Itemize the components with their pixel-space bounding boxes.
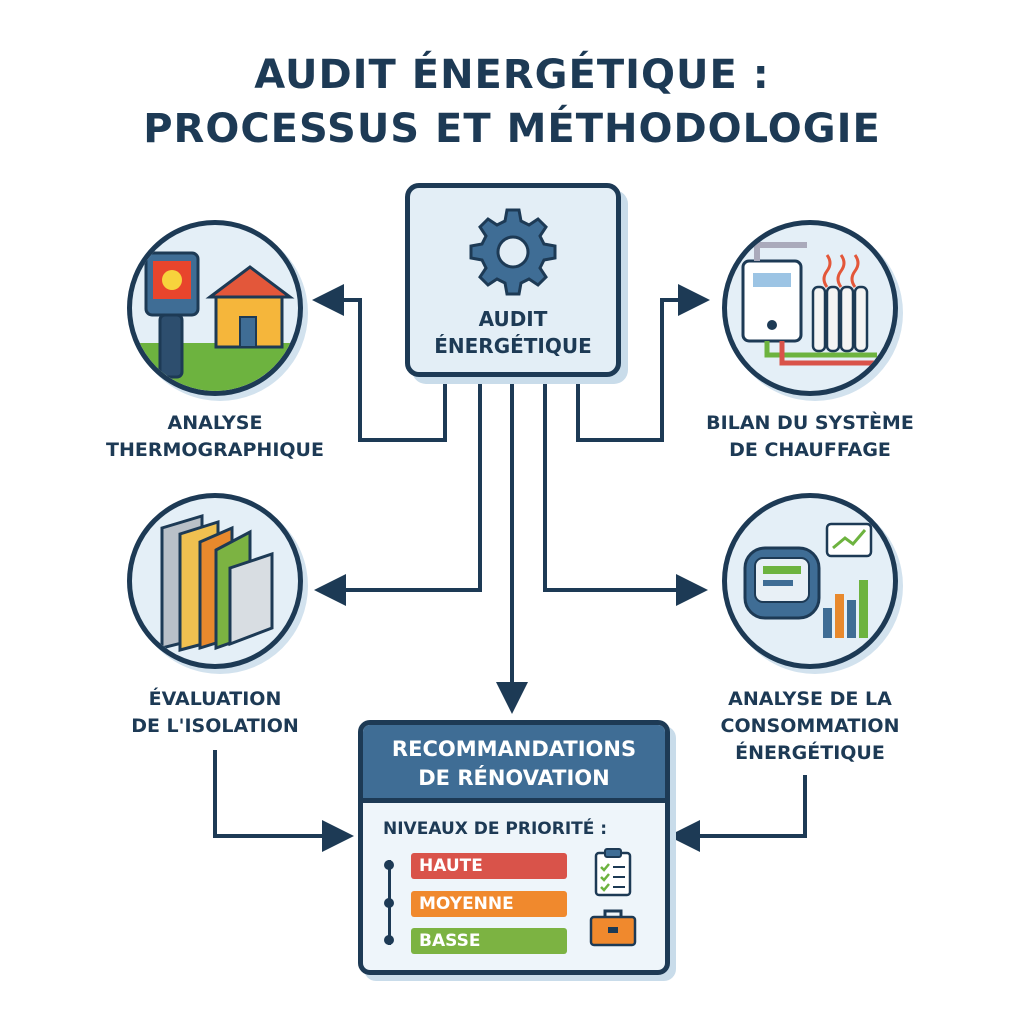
center-line-1: AUDIT xyxy=(478,307,548,331)
center-line-2: ÉNERGÉTIQUE xyxy=(434,334,592,358)
step-consumption-circle xyxy=(722,493,898,669)
title-line-1: AUDIT ÉNERGÉTIQUE : xyxy=(254,52,770,98)
arrow-to-heating xyxy=(576,284,710,442)
priority-levels-label: NIVEAUX DE PRIORITÉ : xyxy=(383,819,608,839)
gear-icon xyxy=(469,208,557,296)
timeline-dot xyxy=(384,935,394,945)
timeline-dot xyxy=(384,860,394,870)
title-line-2: PROCESSUS ET MÉTHODOLOGIE xyxy=(143,106,881,152)
step-insulation-circle xyxy=(127,493,303,669)
priority-high: HAUTE xyxy=(411,853,567,879)
arrow-to-consumption xyxy=(543,372,708,606)
priority-medium: MOYENNE xyxy=(411,891,567,917)
arrow-insulation-to-reco xyxy=(213,750,354,852)
arrow-to-thermography xyxy=(312,284,447,442)
arrow-consumption-to-reco xyxy=(668,775,807,852)
clipboard-checklist-icon xyxy=(594,848,632,897)
thermal-camera-house-icon xyxy=(132,251,298,391)
boiler-radiator-icon xyxy=(741,242,877,366)
step-heating-circle xyxy=(722,220,898,396)
meter-chart-icon xyxy=(743,522,873,638)
audit-center-box: AUDIT ÉNERGÉTIQUE xyxy=(405,183,621,377)
insulation-layers-icon xyxy=(160,513,274,652)
priority-low: BASSE xyxy=(411,928,567,954)
arrow-to-insulation xyxy=(314,372,482,606)
toolbox-icon xyxy=(589,909,637,947)
step-thermography-circle xyxy=(127,220,303,396)
timeline-dot xyxy=(384,898,394,908)
